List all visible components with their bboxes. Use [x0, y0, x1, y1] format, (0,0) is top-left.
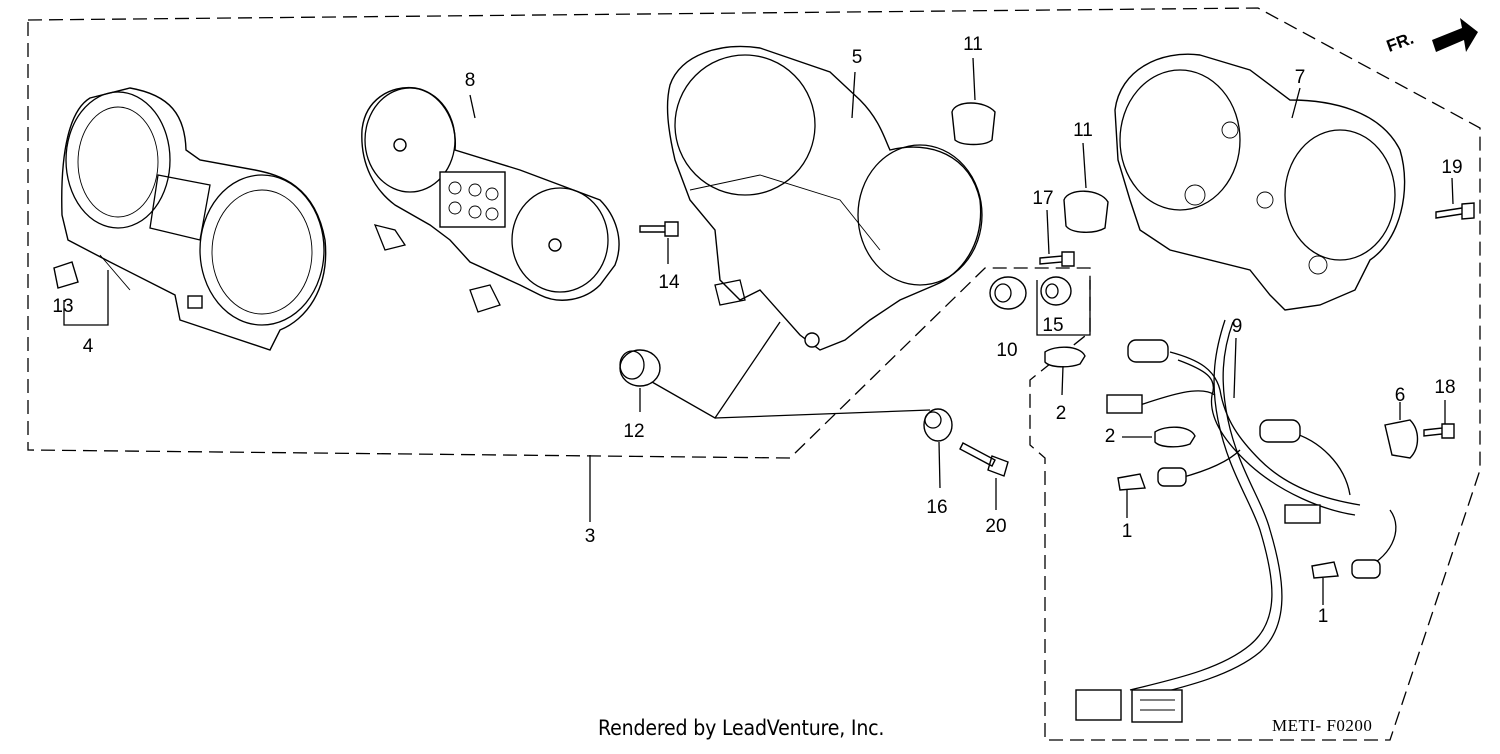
bolt-20 [959, 442, 1009, 477]
bulb-1-lower [1311, 561, 1339, 579]
part-13-shape [53, 261, 79, 289]
callout-19: 19 [1441, 157, 1463, 178]
callout-2-upper: 2 [1055, 403, 1067, 424]
collar-16 [923, 408, 953, 442]
callout-16: 16 [926, 497, 948, 518]
clamp-6 [1384, 419, 1419, 459]
lower-case-part [1114, 53, 1406, 311]
front-arrow-icon [1432, 18, 1478, 52]
callout-4: 4 [82, 336, 94, 357]
assembly-boundary [27, 7, 1481, 741]
diagram-code: METI- F0200 [1272, 716, 1373, 735]
callout-3: 3 [584, 526, 596, 547]
callout-7: 7 [1294, 67, 1306, 88]
meter-case-part [666, 45, 983, 351]
callout-14: 14 [658, 272, 680, 293]
wire-harness-part [1075, 319, 1397, 723]
grommet-15 [1040, 276, 1072, 306]
meter-cover-part [61, 87, 327, 351]
callout-10: 10 [996, 340, 1018, 361]
grommet-10 [989, 276, 1027, 310]
callout-8: 8 [464, 70, 476, 91]
bulb-1-upper [1117, 473, 1146, 491]
cap-11-top [951, 102, 996, 146]
screw-14 [639, 221, 679, 237]
callout-1-lower: 1 [1317, 606, 1329, 627]
cap-11-lower [1063, 190, 1109, 233]
callout-6: 6 [1394, 385, 1406, 406]
callout-12: 12 [623, 421, 645, 442]
screw-18 [1423, 423, 1455, 439]
callout-18: 18 [1434, 377, 1456, 398]
callout-11-lower: 11 [1073, 120, 1093, 141]
callout-15: 15 [1042, 315, 1064, 336]
callout-5: 5 [851, 47, 863, 68]
screw-19 [1435, 202, 1475, 220]
leader-lines [63, 57, 1454, 605]
meter-assembly-part [361, 86, 620, 313]
footer-credit: Rendered by LeadVenture, Inc. [598, 716, 885, 741]
callout-9: 9 [1231, 316, 1243, 337]
bulb-2-middle [1154, 426, 1196, 448]
bulb-2-upper [1044, 346, 1086, 368]
callout-17: 17 [1032, 188, 1054, 209]
screw-17 [1039, 251, 1075, 267]
callout-11-top: 11 [963, 34, 983, 55]
callout-20: 20 [985, 516, 1007, 537]
grommet-12 [619, 349, 661, 387]
callout-2-middle: 2 [1104, 426, 1116, 447]
callout-13: 13 [52, 296, 74, 317]
callout-1-upper: 1 [1121, 521, 1133, 542]
